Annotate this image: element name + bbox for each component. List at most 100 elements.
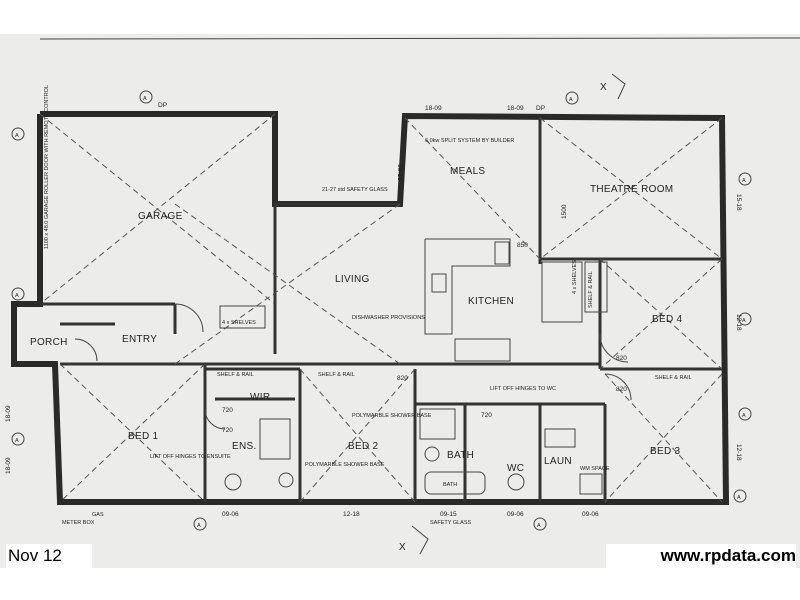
dimension-label: 18-18 — [396, 164, 403, 181]
ensuite-shower — [259, 418, 291, 460]
poly-shower-note: POLYMARBLE SHOWER BASE — [352, 413, 432, 419]
dimension-label: DP — [536, 105, 545, 112]
dimension-label: 18-09 — [425, 105, 442, 112]
dimension-label: 09-06 — [507, 511, 524, 518]
bed4-door-swing — [599, 333, 629, 363]
section-marker: A — [15, 293, 19, 299]
bed2-diagonal — [299, 368, 416, 503]
grid-marker — [738, 312, 752, 326]
room-label-porch: PORCH — [30, 337, 68, 348]
room-label-bed2: BED 2 — [348, 441, 379, 452]
north-arrow-bottom — [411, 525, 429, 555]
bath-shower — [419, 408, 456, 440]
shelves-unit — [541, 261, 583, 323]
gas-note: GAS — [92, 512, 104, 518]
washing-machine-space — [579, 473, 603, 495]
kitchen-bench — [424, 238, 511, 335]
dimension-label: 820 — [397, 375, 408, 382]
room-label-bed1: BED 1 — [128, 431, 159, 442]
room-label-wc: WC — [507, 463, 524, 474]
room-label-ens: ENS. — [232, 441, 257, 452]
north-marker-top: X — [600, 82, 607, 93]
bed1-door-swing — [204, 408, 226, 430]
dimension-label: 850 — [517, 242, 528, 249]
section-marker: A — [143, 96, 147, 102]
section-marker: A — [742, 178, 746, 184]
living-diagonal — [174, 203, 401, 365]
safety-glass-bottom-note: SAFETY GLASS — [430, 520, 471, 526]
grid-marker — [11, 127, 25, 141]
grid-marker — [533, 517, 547, 531]
dimension-label: 18-09 — [5, 457, 12, 474]
dimension-label: 09-15 — [440, 511, 457, 518]
section-marker: A — [197, 523, 201, 529]
lift-off-wc-note: LIFT OFF HINGES TO WC — [490, 386, 556, 392]
bed2-diagonal — [299, 368, 416, 503]
garage-door-note: 1100 x 48.0 GARAGE ROLLER DOOR WITH REMO… — [44, 85, 50, 249]
room-label-garage: GARAGE — [138, 211, 183, 222]
north-arrow-top — [611, 73, 626, 100]
laundry-tub — [544, 428, 576, 448]
grid-marker — [139, 90, 153, 104]
grid-marker — [11, 287, 25, 301]
living-diagonal — [174, 203, 401, 365]
section-marker: A — [569, 97, 573, 103]
ens-basin — [278, 472, 294, 488]
split-system-note: 6.0kw SPLIT SYSTEM BY BUILDER — [425, 138, 514, 144]
entry-door-swing — [174, 303, 204, 333]
section-marker: A — [537, 523, 541, 529]
front-door-swing — [74, 338, 98, 362]
grid-marker — [738, 407, 752, 421]
dimension-label: 1500 — [561, 204, 568, 219]
room-label-theatre: THEATRE ROOM — [590, 184, 673, 195]
wm-space-note: WM SPACE — [580, 466, 610, 472]
dimension-label: 12-18 — [735, 444, 742, 461]
floor-plan-svg: GARAGE LIVING MEALS THEATRE ROOM KITCHEN… — [5, 37, 800, 555]
dimension-label: DP — [158, 102, 167, 109]
bed3-door-swing — [604, 373, 632, 401]
linen-cupboard — [584, 261, 608, 313]
theatre-diagonal — [539, 117, 723, 260]
watermark-caption: www.rpdata.com — [606, 544, 796, 568]
bed4-diagonal — [599, 258, 723, 370]
dimension-label: 15-18 — [735, 194, 742, 211]
dimension-label: 09-06 — [222, 511, 239, 518]
dimension-label: 820 — [616, 355, 627, 362]
grid-marker — [193, 517, 207, 531]
room-label-bath: BATH — [447, 450, 474, 461]
shelves-note: 4 x SHELVES — [222, 320, 256, 326]
shelves-note: 4 x SHELVES — [572, 260, 578, 294]
garage-diagonal — [39, 113, 276, 305]
section-marker: A — [15, 133, 19, 139]
bath-note: BATH — [443, 482, 457, 488]
grid-marker — [11, 432, 25, 446]
shelf-rail-note: SHELF & RAIL — [318, 372, 355, 378]
dimension-label: 09-06 — [582, 511, 599, 518]
dimension-label: 12-18 — [735, 314, 742, 331]
safety-glass-top-note: 21-27 std SAFETY GLASS — [322, 187, 388, 193]
section-marker: A — [742, 413, 746, 419]
room-label-living: LIVING — [335, 274, 370, 285]
north-marker-bottom: X — [399, 542, 406, 553]
dimension-label: 820 — [616, 386, 627, 393]
ens-toilet — [224, 473, 242, 491]
lift-off-ensuite-note: LIFT OFF HINGES TO ENSUITE — [150, 454, 231, 460]
fridge-space — [494, 241, 510, 265]
shelf-rail-note: SHELF & RAIL — [217, 372, 254, 378]
bed1-diagonal — [59, 363, 206, 503]
grid-marker — [565, 91, 579, 105]
section-marker: A — [742, 318, 746, 324]
bed3-diagonal — [604, 373, 723, 503]
floor-plan-drawing: GARAGE LIVING MEALS THEATRE ROOM KITCHEN… — [0, 34, 800, 568]
grid-marker — [733, 489, 747, 503]
room-label-entry: ENTRY — [122, 334, 157, 345]
shelves-unit — [219, 305, 266, 329]
top-rule — [39, 37, 800, 40]
basin — [424, 446, 440, 462]
room-label-laun: LAUN — [544, 456, 572, 467]
wc-toilet — [507, 473, 525, 491]
dimension-label: 12-18 — [343, 511, 360, 518]
shelf-rail-note: SHELF & RAIL — [655, 375, 692, 381]
bathtub — [424, 471, 486, 495]
grid-marker — [738, 172, 752, 186]
